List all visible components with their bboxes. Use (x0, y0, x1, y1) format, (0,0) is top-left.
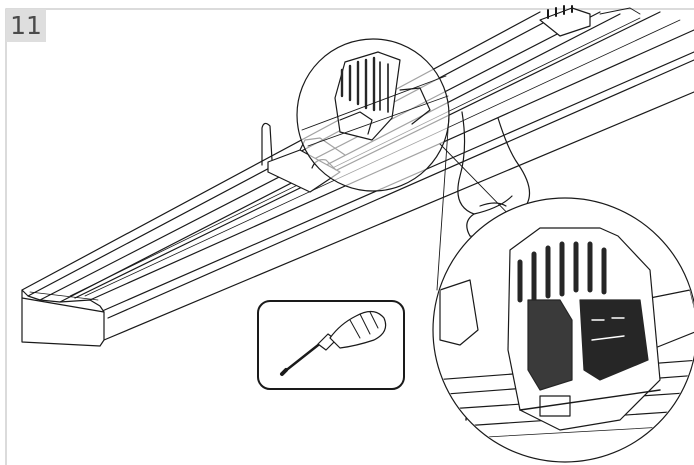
zoom-detail-large (432, 197, 694, 463)
far-connector (539, 5, 641, 37)
panel-frame (5, 8, 694, 465)
screwdriver-icon (280, 310, 387, 376)
zoom-detail-circle (296, 38, 450, 192)
screwdriver-inset (257, 300, 405, 390)
step-number-badge: 11 (6, 9, 46, 42)
